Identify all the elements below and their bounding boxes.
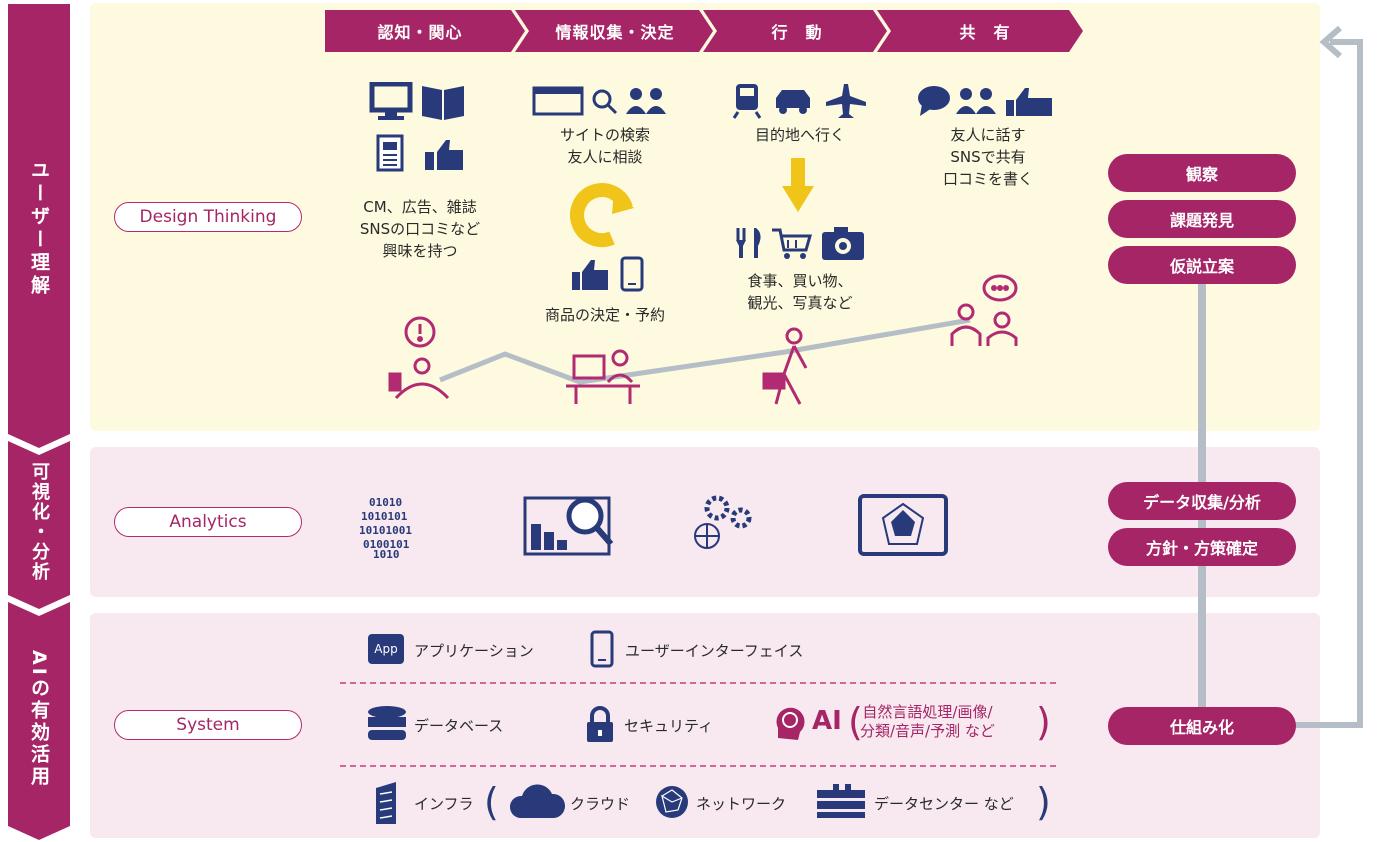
svg-text:1010: 1010 bbox=[373, 548, 400, 560]
analytics-tag: Analytics bbox=[114, 507, 302, 537]
search-icons bbox=[532, 86, 666, 116]
infra-label: インフラ bbox=[414, 795, 474, 813]
speech-bubble-icon bbox=[918, 86, 950, 116]
people-icon bbox=[956, 88, 996, 114]
feedback-loop-arrow bbox=[1198, 25, 1363, 728]
document-icon bbox=[376, 134, 404, 172]
step-policy: 方針・方策確定 bbox=[1108, 528, 1296, 566]
browser-icon bbox=[532, 86, 584, 116]
step-discover: 課題発見 bbox=[1108, 200, 1296, 238]
svg-text:1010101: 1010101 bbox=[361, 510, 408, 523]
step-research: 情報収集・決定 bbox=[555, 23, 675, 42]
sidebar-user-understanding: ユーザー理解 bbox=[28, 160, 50, 298]
sidebar-arrows bbox=[8, 4, 70, 840]
svg-text:01010: 01010 bbox=[369, 496, 402, 509]
gears-network-icon bbox=[694, 495, 752, 549]
camera-icon bbox=[822, 227, 864, 260]
step-observe: 観察 bbox=[1108, 154, 1296, 192]
svg-text:10101001: 10101001 bbox=[359, 524, 412, 537]
decision-caption: 商品の決定・予約 bbox=[544, 306, 665, 324]
ai-label: AI bbox=[812, 706, 842, 736]
user-interface-label: ユーザーインターフェイス bbox=[625, 642, 804, 660]
ai-detail: 自然言語処理/画像/ 分類/音声/予測 など bbox=[860, 703, 995, 740]
step-action: 行 動 bbox=[771, 23, 823, 42]
smartphone-icon bbox=[620, 256, 644, 292]
chart-search-icon bbox=[523, 496, 614, 556]
ai-paren-open: ( bbox=[848, 700, 863, 744]
datacenter-label: データセンター など bbox=[874, 795, 1014, 813]
search-caption: サイトの検索 友人に相談 bbox=[559, 126, 650, 166]
divider-1 bbox=[340, 682, 1060, 684]
decision-icons bbox=[572, 256, 644, 292]
magnifier-icon bbox=[592, 89, 618, 115]
svg-text:0100101: 0100101 bbox=[363, 538, 410, 551]
infra-paren-close: ) bbox=[1036, 780, 1051, 824]
thumbs-up-icon bbox=[572, 260, 608, 290]
app-icon: App bbox=[368, 634, 404, 664]
ai-brain-icon bbox=[776, 707, 805, 740]
journey-line bbox=[388, 274, 1018, 405]
car-icon bbox=[776, 90, 810, 114]
security-label: セキュリティ bbox=[624, 717, 714, 735]
step-awareness: 認知・関心 bbox=[377, 23, 463, 42]
cycle-icon bbox=[570, 183, 634, 248]
application-label: アプリケーション bbox=[414, 642, 534, 660]
conversation-icon bbox=[950, 274, 1018, 346]
network-label: ネットワーク bbox=[696, 795, 787, 813]
down-arrow-icon bbox=[782, 158, 814, 212]
curious-person-icon bbox=[388, 316, 450, 400]
database-label: データベース bbox=[414, 717, 504, 735]
restaurant-icon bbox=[736, 228, 761, 258]
people-icon bbox=[626, 88, 666, 114]
infra-paren-open: ( bbox=[484, 780, 499, 824]
thumbs-up-icon bbox=[1006, 88, 1052, 116]
step-data-collection: データ収集/分析 bbox=[1108, 482, 1296, 520]
monitor-icon bbox=[369, 82, 413, 120]
thumbs-up-icon bbox=[425, 140, 463, 170]
step-share: 共 有 bbox=[959, 23, 1011, 42]
awareness-icons bbox=[369, 82, 464, 172]
awareness-caption: CM、広告、雑誌 SNSの口コミなど 興味を持つ bbox=[359, 198, 481, 260]
share-caption: 友人に話す SNSで共有 口コミを書く bbox=[942, 126, 1033, 188]
ai-paren-close: ) bbox=[1036, 700, 1051, 744]
cloud-icon bbox=[509, 784, 566, 818]
activity-caption: 食事、買い物、 観光、写真など bbox=[747, 272, 853, 312]
cloud-label: クラウド bbox=[570, 795, 631, 813]
travel-caption: 目的地へ行く bbox=[754, 126, 845, 144]
smartphone-icon bbox=[590, 630, 614, 668]
datacenter-icon bbox=[817, 784, 865, 818]
divider-2 bbox=[340, 765, 1060, 767]
desk-worker-icon bbox=[566, 349, 640, 404]
share-icons bbox=[918, 86, 1052, 116]
design-thinking-tag: Design Thinking bbox=[114, 202, 302, 232]
train-icon bbox=[732, 84, 762, 119]
book-icon bbox=[422, 86, 464, 120]
system-tag: System bbox=[114, 710, 302, 740]
step-systemize: 仕組み化 bbox=[1108, 707, 1296, 745]
database-icon bbox=[368, 706, 406, 740]
building-icon bbox=[376, 782, 396, 824]
journey-chevrons bbox=[325, 10, 1083, 52]
radar-screen-icon bbox=[858, 494, 948, 556]
sidebar-visualization: 可視化・分析 bbox=[29, 462, 50, 582]
activity-icons bbox=[736, 227, 864, 260]
airplane-icon bbox=[826, 84, 866, 118]
shopping-cart-icon bbox=[772, 228, 812, 259]
step-hypothesis: 仮説立案 bbox=[1108, 246, 1296, 284]
lock-icon bbox=[587, 706, 613, 742]
sidebar-ai-usage: AIの有効活用 bbox=[28, 650, 50, 788]
traveler-icon bbox=[762, 327, 808, 405]
travel-icons bbox=[732, 84, 866, 119]
network-globe-icon bbox=[656, 786, 688, 818]
